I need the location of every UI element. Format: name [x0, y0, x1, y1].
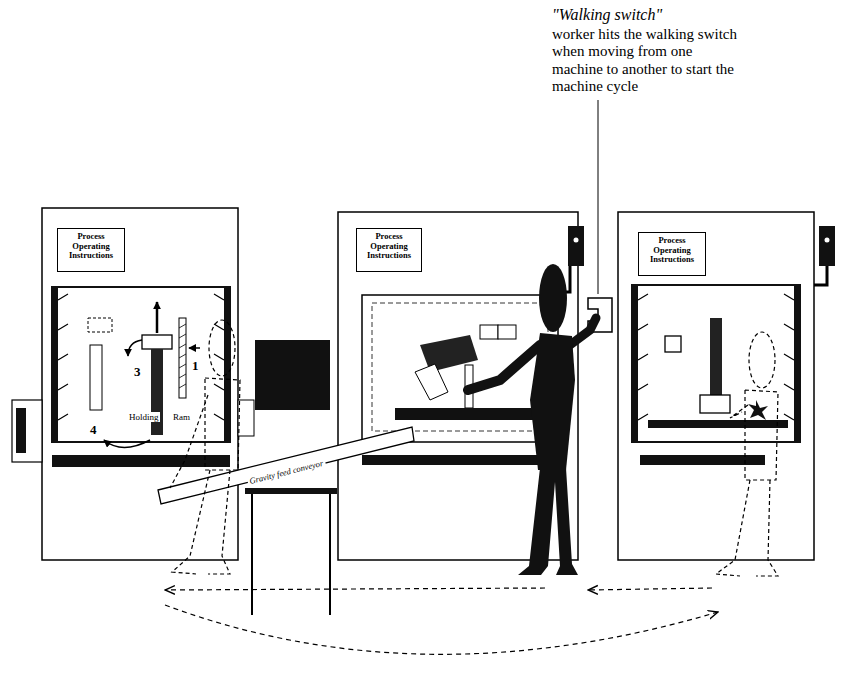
- operator-ghost: [716, 332, 778, 576]
- right-machine: [618, 212, 835, 560]
- machine-bed: [52, 455, 230, 467]
- ghost-legs: [172, 470, 230, 574]
- part-block: [665, 336, 681, 352]
- callout-title: "Walking switch": [552, 6, 662, 24]
- ghost-arm: [730, 405, 748, 418]
- signal-light: [568, 226, 584, 266]
- walk-arrow: [165, 588, 545, 590]
- ghost-head: [749, 332, 775, 388]
- part-name: Holding: [128, 406, 160, 424]
- callout-note: worker hits the walking switch when movi…: [552, 26, 737, 95]
- guard-ticks: [58, 294, 224, 420]
- part: [748, 400, 768, 420]
- table-top: [245, 488, 337, 494]
- instruction-placard: Process Operating Instructions: [57, 228, 125, 272]
- callout-number: 1: [192, 356, 199, 374]
- control-handle: [16, 408, 26, 453]
- callout-number: 4: [90, 422, 97, 438]
- control-panel: [12, 400, 42, 462]
- placard-text: Process Operating Instructions: [359, 232, 419, 261]
- machine-window: [52, 287, 230, 442]
- window-guard: [224, 287, 230, 442]
- callout-number: 1: [192, 358, 199, 374]
- guard-ticks: [638, 294, 794, 420]
- ghost-head: [209, 320, 235, 376]
- left-machine: [12, 208, 254, 560]
- walking-path: [165, 588, 718, 654]
- part-block: [480, 325, 498, 339]
- ghost-legs: [716, 480, 778, 576]
- placard-text: Process Operating Instructions: [60, 232, 122, 261]
- callout-number: 4: [90, 420, 97, 438]
- die-block: [700, 395, 730, 413]
- walk-arrow: [165, 605, 718, 654]
- ghost-arm: [170, 395, 208, 488]
- instruction-placard: Process Operating Instructions: [638, 232, 706, 276]
- table-legs: [252, 494, 330, 615]
- machine-bed: [395, 408, 545, 420]
- part-name: Holding: [128, 412, 160, 422]
- holding-fixture: [151, 349, 163, 435]
- walk-arrow: [588, 588, 712, 590]
- part-block: [498, 325, 516, 339]
- operator-arm: [570, 318, 596, 345]
- leader-line: [598, 100, 599, 294]
- machine-bed: [640, 455, 765, 465]
- machine-housing: [42, 208, 238, 560]
- callout-note: worker hits the walking switch when movi…: [552, 26, 737, 95]
- part-name: Ram: [172, 412, 191, 422]
- placard-text: Process Operating Instructions: [641, 236, 703, 265]
- operator-ghost: [170, 320, 240, 574]
- operator-figure: [468, 264, 596, 575]
- ghost-body: [205, 378, 240, 470]
- motion-arrow: [156, 302, 159, 333]
- operator-arm: [468, 345, 540, 390]
- machine-housing: [618, 212, 814, 560]
- gravity-conveyor: [158, 427, 414, 504]
- press-ram: [710, 318, 722, 398]
- ram-hatching: [179, 324, 186, 388]
- part: [415, 364, 448, 400]
- signal-conduit: [814, 266, 827, 285]
- part-bar: [90, 345, 102, 410]
- conveyor-label: Gravity feed conveyor: [245, 451, 327, 488]
- parts-bin: [255, 340, 330, 410]
- window-guard: [52, 287, 58, 442]
- callout-number: 3: [134, 362, 141, 380]
- machine-window: [362, 295, 558, 442]
- callout-title: "Walking switch": [552, 6, 662, 24]
- operator-legs: [518, 468, 578, 575]
- holding-block: [142, 335, 172, 349]
- machine-bed: [648, 420, 788, 428]
- motion-arrow: [189, 347, 200, 349]
- machine-window: [632, 285, 800, 442]
- operator-head: [539, 264, 567, 332]
- side-box: [238, 400, 254, 436]
- signal-light: [819, 226, 835, 266]
- machine-bed: [362, 455, 552, 465]
- parts-table: [245, 340, 337, 615]
- operator-body: [530, 333, 575, 470]
- signal-lamp: [574, 238, 579, 243]
- window-guard: [632, 285, 638, 442]
- conveyor-label: Gravity feed conveyor: [247, 458, 326, 485]
- guard-door: [372, 303, 548, 431]
- window-guard: [794, 285, 800, 442]
- motion-arrow: [128, 340, 142, 356]
- part-ghost: [88, 318, 112, 332]
- ghost-body: [745, 390, 778, 480]
- signal-lamp: [825, 238, 830, 243]
- motion-arrow: [104, 440, 150, 448]
- callout-number: 3: [134, 364, 141, 380]
- instruction-placard: Process Operating Instructions: [356, 228, 422, 272]
- ram: [179, 318, 186, 398]
- part-name: Ram: [172, 406, 191, 424]
